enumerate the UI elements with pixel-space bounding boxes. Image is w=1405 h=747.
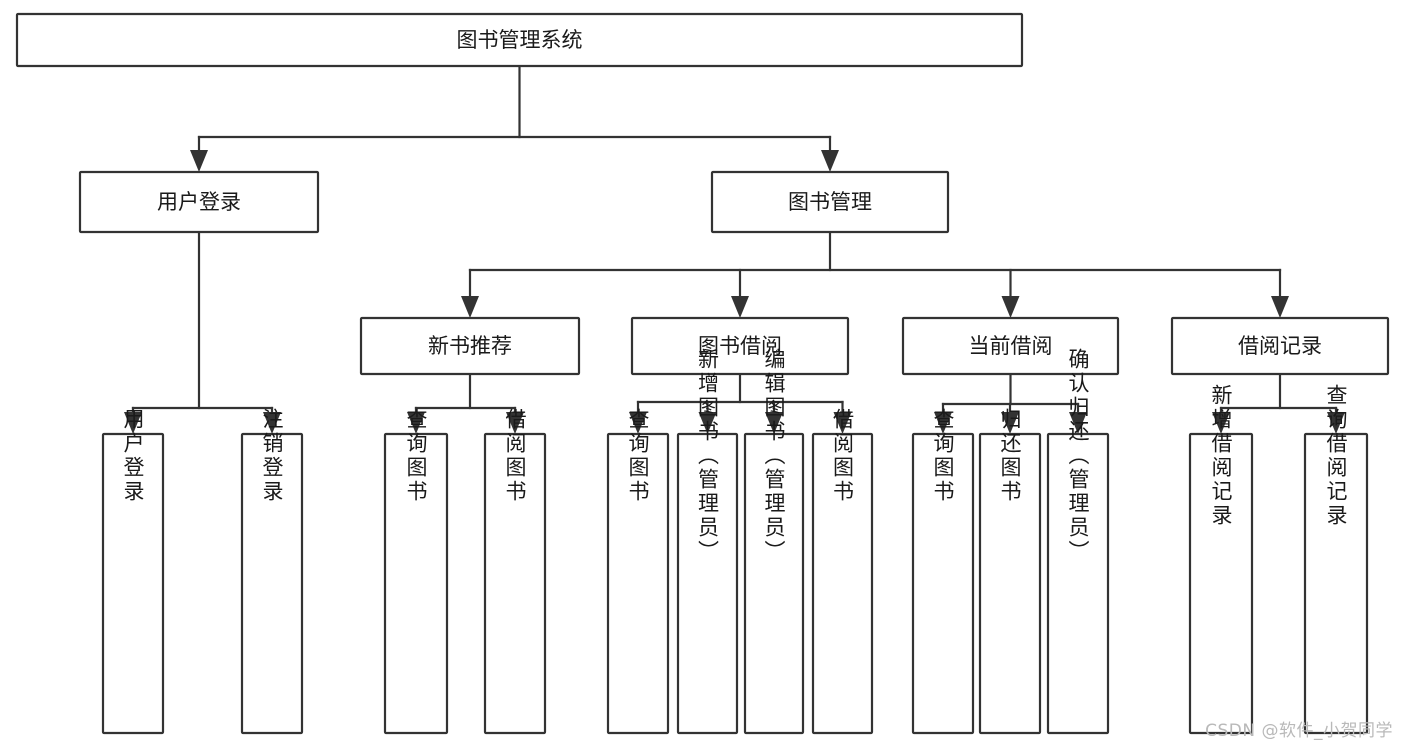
- node-box[interactable]: [383, 432, 449, 735]
- node-leaf-11[interactable]: 新增借阅记录: [1188, 384, 1254, 735]
- arrow-head-icon: [698, 412, 717, 434]
- node-leaf-5[interactable]: 新增图书（管理员）: [676, 348, 739, 735]
- node-label: 图书借阅: [698, 334, 782, 358]
- node-book-management[interactable]: 图书管理: [710, 170, 950, 234]
- node-label: 查询图书: [626, 408, 650, 504]
- arrow-head-icon: [1271, 296, 1289, 318]
- node-leaf-4[interactable]: 查询图书: [606, 408, 670, 735]
- node-label: 借阅图书: [831, 408, 855, 504]
- node-label: 确认归还（管理员）: [1066, 348, 1090, 564]
- node-leaf-2[interactable]: 查询图书: [383, 408, 449, 735]
- connector-layer: [124, 64, 1345, 434]
- node-leaf-8[interactable]: 查询图书: [911, 408, 975, 735]
- node-box[interactable]: [676, 432, 739, 735]
- node-label: 借阅图书: [503, 408, 527, 504]
- arrow-head-icon: [190, 150, 208, 172]
- node-leaf-3[interactable]: 借阅图书: [483, 408, 547, 735]
- node-label: 图书管理系统: [457, 28, 583, 52]
- node-box[interactable]: [483, 432, 547, 735]
- node-box[interactable]: [78, 170, 320, 234]
- node-layer: 图书管理系统用户登录图书管理新书推荐图书借阅当前借阅借阅记录用户登录注销登录查询…: [15, 12, 1390, 735]
- node-label: 新书推荐: [428, 334, 512, 358]
- node-box[interactable]: [743, 432, 805, 735]
- node-box[interactable]: [359, 316, 581, 376]
- node-box[interactable]: [1170, 316, 1390, 376]
- node-leaf-1[interactable]: 注销登录: [240, 408, 304, 735]
- node-box[interactable]: [15, 12, 1024, 68]
- node-box[interactable]: [101, 432, 165, 735]
- node-box[interactable]: [811, 432, 874, 735]
- node-box[interactable]: [978, 432, 1042, 735]
- node-user-login[interactable]: 用户登录: [78, 170, 320, 234]
- node-label: 用户登录: [121, 408, 145, 504]
- arrow-head-icon: [833, 412, 852, 434]
- node-label: 用户登录: [157, 190, 241, 214]
- node-current-borrow[interactable]: 当前借阅: [901, 316, 1120, 376]
- node-leaf-12[interactable]: 查询借阅记录: [1303, 384, 1369, 735]
- node-box[interactable]: [240, 432, 304, 735]
- node-box[interactable]: [1188, 432, 1254, 735]
- arrow-head-icon: [629, 412, 647, 434]
- arrow-head-icon: [1327, 412, 1345, 434]
- arrow-head-icon: [1001, 412, 1019, 434]
- node-label: 编辑图书（管理员）: [762, 348, 786, 564]
- node-label: 新增借阅记录: [1209, 384, 1233, 528]
- node-box[interactable]: [710, 170, 950, 234]
- arrow-head-icon: [765, 412, 783, 434]
- arrow-head-icon: [1069, 412, 1087, 434]
- node-label: 归还图书: [998, 408, 1022, 504]
- node-label: 新增图书（管理员）: [696, 348, 720, 564]
- arrow-head-icon: [1212, 412, 1230, 434]
- node-label: 图书管理: [788, 190, 872, 214]
- arrow-head-icon: [263, 412, 281, 434]
- node-box[interactable]: [630, 316, 850, 376]
- node-box[interactable]: [911, 432, 975, 735]
- arrow-head-icon: [124, 412, 142, 434]
- node-label: 借阅记录: [1238, 334, 1322, 358]
- arrow-head-icon: [407, 412, 425, 434]
- node-leaf-9[interactable]: 归还图书: [978, 408, 1042, 735]
- arrow-head-icon: [506, 412, 524, 434]
- arrow-head-icon: [821, 150, 839, 172]
- node-root-book-management-system[interactable]: 图书管理系统: [15, 12, 1024, 68]
- arrow-head-icon: [1001, 296, 1020, 318]
- node-label: 查询图书: [404, 408, 428, 504]
- arrow-head-icon: [461, 296, 479, 318]
- node-new-book-recommend[interactable]: 新书推荐: [359, 316, 581, 376]
- node-label: 查询图书: [931, 408, 955, 504]
- node-box[interactable]: [1046, 432, 1110, 735]
- node-leaf-10[interactable]: 确认归还（管理员）: [1046, 348, 1110, 735]
- node-label: 当前借阅: [969, 334, 1053, 358]
- node-book-borrow[interactable]: 图书借阅: [630, 316, 850, 376]
- node-label: 查询借阅记录: [1324, 384, 1348, 528]
- node-box[interactable]: [901, 316, 1120, 376]
- arrow-head-icon: [934, 412, 952, 434]
- arrow-head-icon: [731, 296, 749, 318]
- node-box[interactable]: [1303, 432, 1369, 735]
- node-box[interactable]: [606, 432, 670, 735]
- node-leaf-0[interactable]: 用户登录: [101, 408, 165, 735]
- node-borrow-record[interactable]: 借阅记录: [1170, 316, 1390, 376]
- node-leaf-7[interactable]: 借阅图书: [811, 408, 874, 735]
- node-label: 注销登录: [260, 408, 284, 504]
- node-leaf-6[interactable]: 编辑图书（管理员）: [743, 348, 805, 735]
